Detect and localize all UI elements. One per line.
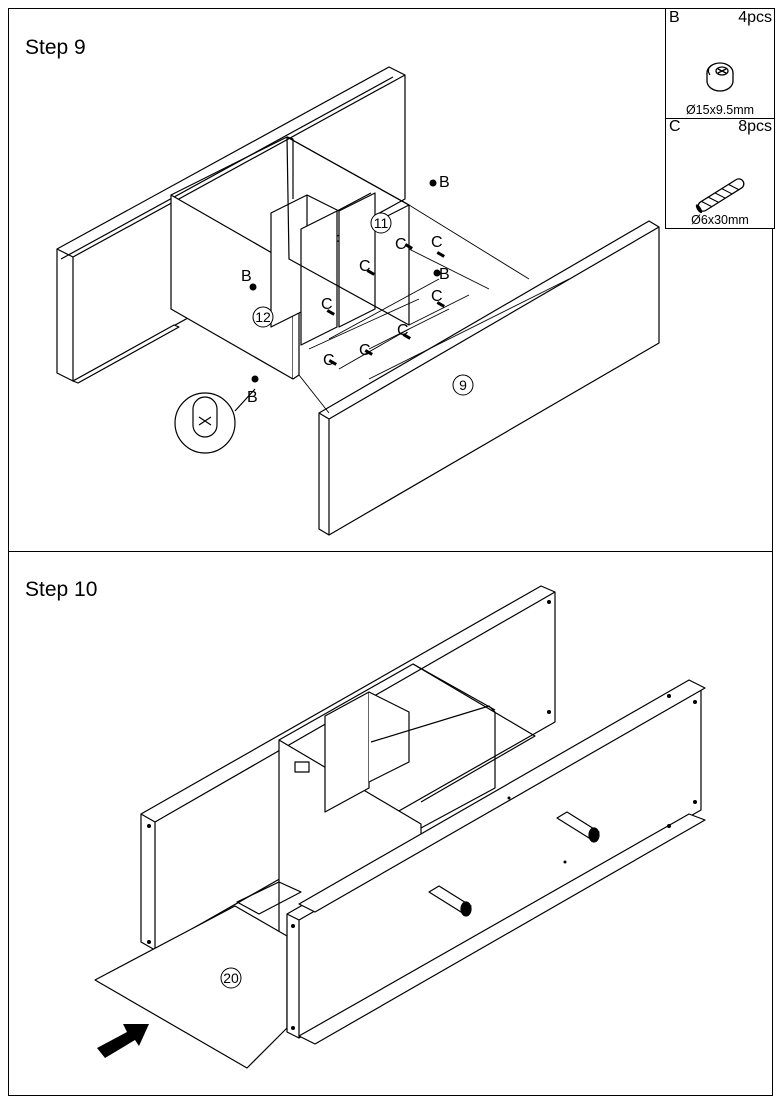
step-10-drawing: 20 xyxy=(94,585,706,1069)
cam-label-b: B xyxy=(241,268,252,285)
back-panel xyxy=(56,66,406,382)
dowel-label-c: C xyxy=(359,258,371,275)
panel-number-20: 20 xyxy=(223,970,239,986)
dowel-label-c: C xyxy=(431,234,443,251)
part-c-letter: C xyxy=(669,118,681,135)
dowel-label-c: C xyxy=(359,342,371,359)
cam-label-b: B xyxy=(247,389,258,406)
dowel-label-c: C xyxy=(323,352,335,369)
peg-pins xyxy=(428,811,600,917)
cam-label-b: B xyxy=(439,266,450,283)
part-c-dowel: C 8pcs Ø6x30mm xyxy=(666,118,774,228)
step-9-drawing: B B B B C C C C C C C C 11 12 9 xyxy=(56,66,660,536)
step-10-panel: Step 10 xyxy=(8,551,773,1096)
cam-lock-icon xyxy=(706,62,734,92)
parts-legend: B 4pcs Ø15x9.5mm C 8pcs Ø6x30mm xyxy=(665,8,775,229)
dowel-label-c: C xyxy=(397,322,409,339)
front-panel-9 xyxy=(318,220,660,536)
part-b-quantity: 4pcs xyxy=(738,9,772,26)
wooden-dowel-icon xyxy=(695,178,745,214)
part-c-size: Ø6x30mm xyxy=(691,213,749,227)
cam-label-b: B xyxy=(439,174,450,191)
part-b-letter: B xyxy=(669,9,680,26)
panel-number-11: 11 xyxy=(374,215,389,231)
part-b-size: Ø15x9.5mm xyxy=(685,103,755,117)
insert-arrow-icon xyxy=(97,1024,149,1058)
dowel-label-c: C xyxy=(321,296,333,313)
step-9-title: Step 9 xyxy=(25,36,86,59)
part-b-cam-lock: B 4pcs Ø15x9.5mm xyxy=(666,9,774,119)
step-10-title: Step 10 xyxy=(25,578,98,601)
part-c-quantity: 8pcs xyxy=(738,118,772,135)
dowel-label-c: C xyxy=(395,236,407,253)
step-9-panel: Step 9 B 4pcs Ø15x9.5mm C 8pcs xyxy=(8,8,775,552)
dowel-label-c: C xyxy=(431,288,443,305)
panel-number-9: 9 xyxy=(459,377,467,393)
panel-number-12: 12 xyxy=(255,309,271,325)
